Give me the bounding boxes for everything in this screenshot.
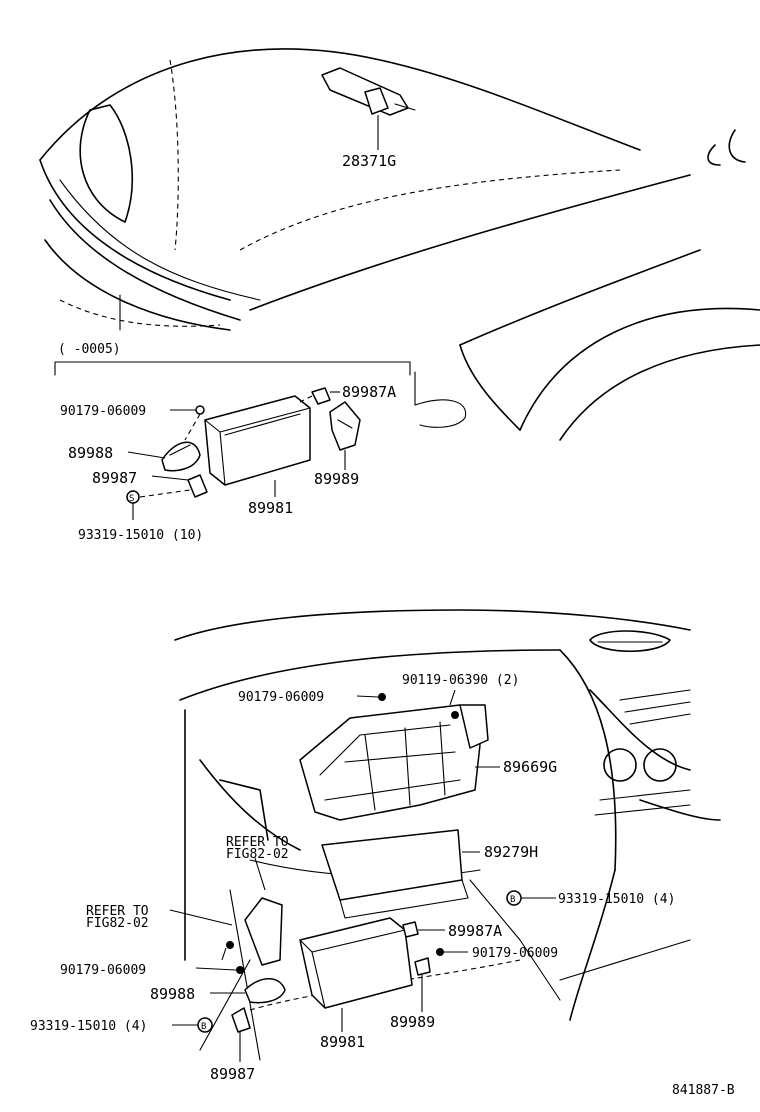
label-bottom-89987: 89987: [210, 1065, 255, 1083]
label-bottom-93319-15010-left: 93319-15010 (4): [30, 1019, 147, 1034]
label-bottom-89279h: 89279H: [484, 843, 538, 861]
label-top-89981: 89981: [248, 499, 293, 517]
label-top-93319-15010: 93319-15010 (10): [78, 528, 203, 543]
fig-ref-upper-line1: REFER TO: [226, 835, 289, 850]
fig-ref-upper-line2: FIG82-02: [226, 847, 289, 862]
marker-b-right: B: [510, 895, 515, 905]
label-bottom-89987a: 89987A: [448, 922, 502, 940]
label-bottom-90119-06390: 90119-06390 (2): [402, 673, 519, 688]
label-bottom-89981: 89981: [320, 1033, 365, 1051]
label-top-89987: 89987: [92, 469, 137, 487]
label-bottom-90179-06009-top: 90179-06009: [238, 690, 324, 705]
top-bracket-group: [54, 361, 411, 520]
label-bottom-90179-06009-left: 90179-06009: [60, 963, 146, 978]
document-id: 841887-B: [672, 1083, 735, 1098]
range-label: ( -0005): [58, 342, 121, 357]
marker-s: S: [129, 494, 134, 504]
vehicle-front-outline: [39, 48, 760, 441]
label-top-89987a: 89987A: [342, 383, 396, 401]
label-top-89988: 89988: [68, 444, 113, 462]
label-bottom-93319-15010-right: 93319-15010 (4): [558, 892, 675, 907]
marker-b-left: B: [201, 1022, 206, 1032]
label-top-90179-06009: 90179-06009: [60, 404, 146, 419]
label-bottom-89989: 89989: [390, 1013, 435, 1031]
label-bottom-90179-06009-right: 90179-06009: [472, 946, 558, 961]
fig-ref-lower-line1: REFER TO: [86, 904, 149, 919]
label-bottom-89669g: 89669G: [503, 758, 557, 776]
label-top-89989: 89989: [314, 470, 359, 488]
dashboard-outline: [174, 609, 721, 1061]
fig-ref-lower-line2: FIG82-02: [86, 916, 149, 931]
bottom-parts-group: [169, 689, 556, 1062]
label-bottom-89988: 89988: [150, 985, 195, 1003]
label-28371g: 28371G: [342, 152, 396, 170]
